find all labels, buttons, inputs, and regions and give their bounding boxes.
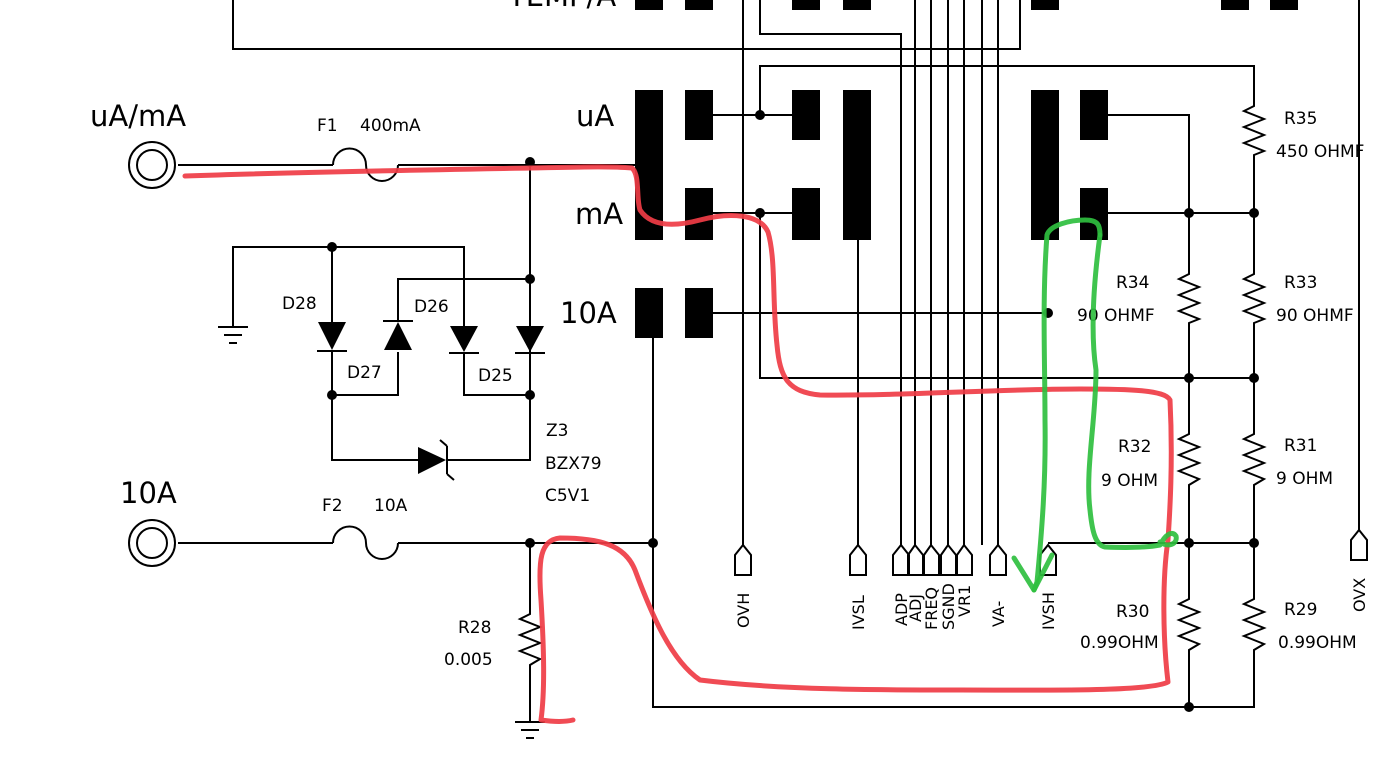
resistor-r30-ref: R30: [1116, 602, 1149, 622]
sense-path-annotation: [1011, 217, 1179, 593]
range-switch: TEMP/A uA mA 10A: [507, 0, 1298, 338]
fuse-f2-value: 10A: [374, 496, 408, 516]
resistor-r35-ref: R35: [1284, 109, 1317, 129]
jack-10a-label: 10A: [120, 476, 177, 510]
junction-dots: [327, 110, 1259, 712]
signal-adj-label: ADJ: [906, 594, 925, 622]
resistor-r28-value: 0.005: [444, 650, 493, 670]
diode-d28-ref: D28: [282, 294, 317, 314]
signal-sgnd-label: SGND: [939, 583, 958, 630]
diode-d25: D25: [478, 326, 545, 386]
resistor-r35: R35 450 OHMF: [1241, 100, 1364, 162]
switch-ma-label: mA: [575, 197, 623, 231]
signal-adp-label: ADP: [892, 593, 911, 626]
resistor-r34-value: 90 OHMF: [1077, 306, 1155, 326]
resistor-r34: R34 90 OHMF: [1077, 270, 1202, 326]
resistor-r28-ref: R28: [458, 618, 491, 638]
wires: [178, 0, 1360, 739]
resistor-r29-value: 0.99OHM: [1278, 633, 1357, 653]
switch-ua-label: uA: [576, 99, 614, 133]
switch-top-partial-label: TEMP/A: [507, 0, 616, 13]
resistor-r33-value: 90 OHMF: [1276, 306, 1354, 326]
diode-d27: D27: [347, 320, 413, 383]
resistor-r29-ref: R29: [1284, 600, 1317, 620]
signal-freq-label: FREQ: [922, 587, 941, 630]
signal-ovh-label: OVH: [734, 593, 753, 628]
signal-ivsl-label: IVSL: [849, 595, 868, 630]
zener-z3-part-line1: BZX79: [545, 454, 602, 474]
fuse-f2-ref: F2: [322, 496, 343, 516]
resistor-r33: R33 90 OHMF: [1241, 270, 1354, 326]
zener-z3-part-line2: C5V1: [545, 486, 590, 506]
resistor-r33-ref: R33: [1284, 273, 1317, 293]
diode-d27-ref: D27: [347, 363, 382, 383]
fuse-f1: F1 400mA: [317, 116, 421, 182]
resistor-r31-value: 9 OHM: [1276, 469, 1333, 489]
jack-ua-ma-label: uA/mA: [90, 99, 186, 133]
zener-z3: Z3 BZX79 C5V1: [418, 421, 602, 506]
signal-ivsh-label: IVSH: [1039, 592, 1058, 630]
resistor-r30: R30 0.99OHM: [1080, 595, 1202, 655]
zener-z3-ref: Z3: [546, 421, 568, 441]
diode-d28: D28: [282, 294, 347, 352]
diode-d26-ref: D26: [414, 297, 449, 317]
jack-ua-ma: uA/mA: [90, 99, 186, 189]
fuse-f2: F2 10A: [322, 496, 408, 560]
resistor-r30-value: 0.99OHM: [1080, 633, 1159, 653]
switch-10a-label: 10A: [560, 296, 617, 330]
signal-va-minus-label: VA-: [989, 601, 1008, 627]
resistor-r31-ref: R31: [1284, 436, 1317, 456]
diode-d25-ref: D25: [478, 366, 513, 386]
signal-labels: OVH IVSL ADP ADJ FREQ SGND VR1 VA- IVSH …: [734, 578, 1369, 630]
resistor-r28: R28 0.005: [444, 610, 543, 670]
current-path-annotation: [182, 164, 1174, 724]
diode-d26: D26: [414, 297, 479, 354]
signal-vr1-label: VR1: [955, 585, 974, 617]
jack-10a: 10A: [120, 476, 177, 567]
fuse-f1-ref: F1: [317, 116, 338, 136]
resistor-r29: R29 0.99OHM: [1241, 595, 1357, 680]
resistor-r31: R31 9 OHM: [1241, 430, 1333, 490]
resistor-r32-value: 9 OHM: [1101, 471, 1158, 491]
fuse-f1-value: 400mA: [360, 116, 421, 136]
resistor-r32: R32 9 OHM: [1101, 430, 1202, 491]
signal-connectors: [734, 528, 1368, 576]
signal-ovx-label: OVX: [1350, 578, 1369, 612]
resistor-r34-ref: R34: [1116, 273, 1149, 293]
resistor-r32-ref: R32: [1118, 437, 1151, 457]
resistor-r35-value: 450 OHMF: [1276, 142, 1364, 162]
